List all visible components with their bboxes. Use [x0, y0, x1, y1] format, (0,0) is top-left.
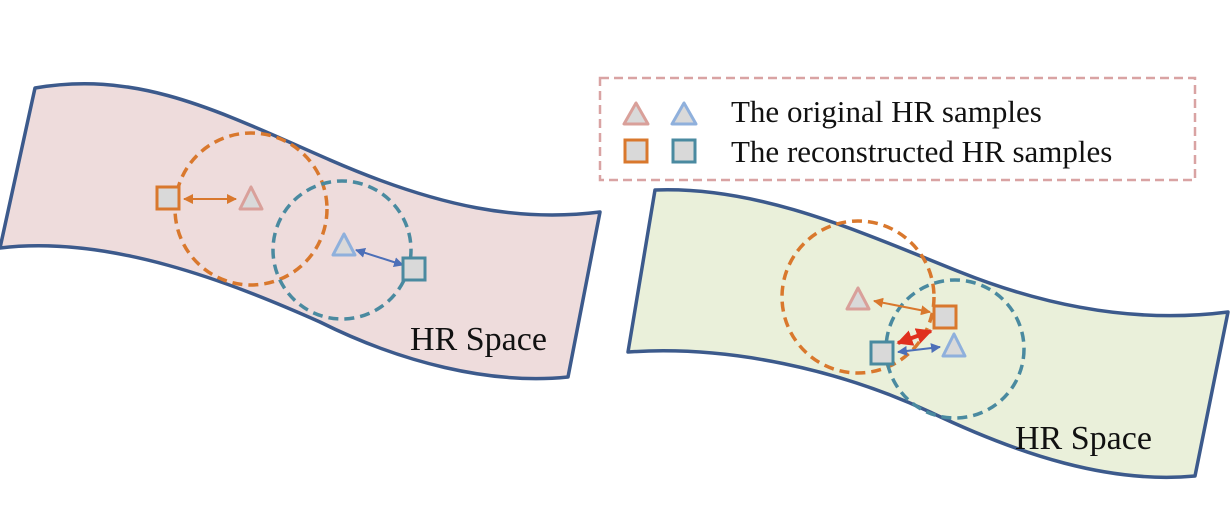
legend-orange-square-icon — [623, 138, 649, 164]
right-pink-original-triangle — [845, 286, 871, 311]
right-blue-distance-arrow — [897, 343, 941, 356]
left-blue-distance-arrow — [355, 247, 404, 268]
legend-pink-triangle-icon — [622, 101, 650, 126]
legend-teal-square-icon — [671, 138, 697, 164]
left-teal-reconstructed-square — [401, 256, 427, 282]
right-orange-reconstructed-square — [932, 304, 958, 330]
right-red-distance-arrow — [896, 328, 933, 346]
right-panel: HR Space — [626, 188, 1230, 480]
right-orange-distance-arrow — [873, 297, 931, 316]
legend-blue-triangle-icon — [670, 101, 698, 126]
right-hr-space-label: HR Space — [1015, 420, 1152, 457]
legend-box — [598, 76, 1197, 182]
left-panel: HR Space — [0, 82, 602, 381]
left-teal-neighborhood-circle — [271, 179, 413, 321]
left-pink-original-triangle — [238, 185, 264, 211]
legend-original-label: The original HR samples — [731, 94, 1042, 129]
left-blue-original-triangle — [331, 232, 357, 257]
right-blue-original-triangle — [941, 332, 967, 358]
legend: The original HR samples The reconstructe… — [598, 76, 1197, 182]
legend-reconstructed-label: The reconstructed HR samples — [731, 134, 1112, 169]
left-orange-reconstructed-square — [155, 185, 181, 211]
left-hr-space-manifold — [0, 82, 602, 381]
left-hr-space-label: HR Space — [410, 321, 547, 358]
right-teal-reconstructed-square — [869, 340, 895, 366]
right-orange-neighborhood-circle — [780, 219, 936, 375]
left-orange-neighborhood-circle — [173, 131, 329, 287]
